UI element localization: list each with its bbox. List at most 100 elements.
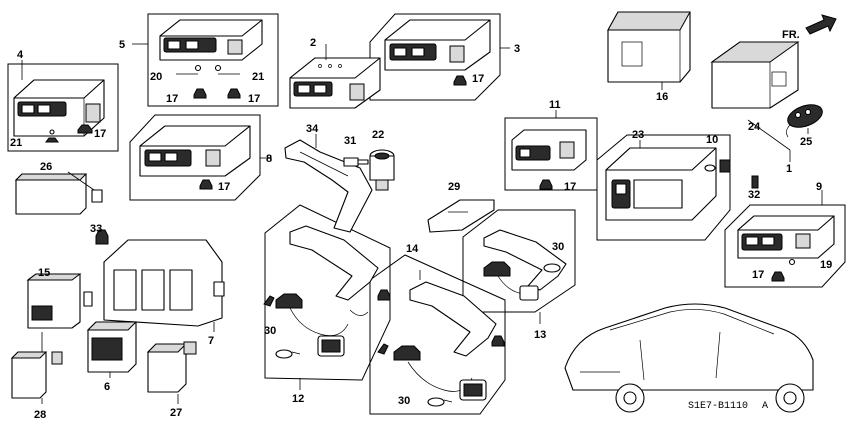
callout-22: 22 bbox=[372, 129, 384, 141]
callout-14: 14 bbox=[406, 243, 419, 255]
callout-10: 10 bbox=[706, 134, 718, 146]
callout-29: 29 bbox=[448, 181, 460, 193]
diagram-revision: A bbox=[762, 401, 768, 412]
callout-17: 17 bbox=[248, 93, 260, 105]
callout-24: 24 bbox=[748, 121, 761, 133]
group-box-14 bbox=[369, 254, 506, 415]
part-16-housing bbox=[607, 11, 691, 83]
screw-21-part4 bbox=[45, 129, 59, 143]
group-box-23 bbox=[596, 134, 731, 241]
part-14-harness bbox=[393, 281, 505, 401]
callout-32: 32 bbox=[748, 189, 760, 201]
screw-20 bbox=[194, 64, 202, 72]
callout-8: 8 bbox=[266, 153, 272, 165]
part-27-cap bbox=[146, 341, 197, 393]
front-direction-arrow bbox=[805, 14, 837, 35]
callout-5: 5 bbox=[119, 39, 125, 51]
group-box-4 bbox=[7, 63, 119, 152]
callout-3: 3 bbox=[514, 43, 520, 55]
part-15-switch bbox=[26, 273, 93, 329]
callout-25: 25 bbox=[800, 136, 812, 148]
part-13-harness bbox=[483, 229, 567, 301]
part-12-harness bbox=[275, 225, 391, 357]
screw-14 bbox=[377, 343, 389, 355]
callout-17: 17 bbox=[472, 73, 484, 85]
clip-17-part3 bbox=[453, 75, 467, 86]
callout-17: 17 bbox=[564, 181, 576, 193]
part-5-control-unit bbox=[159, 19, 263, 61]
part-30-bulb-13 bbox=[543, 263, 561, 273]
callout-17: 17 bbox=[166, 93, 178, 105]
vehicle-location-sketch bbox=[564, 303, 814, 413]
callout-21: 21 bbox=[10, 137, 22, 149]
group-box-5 bbox=[147, 13, 279, 107]
screw-12 bbox=[263, 295, 275, 307]
callout-6: 6 bbox=[104, 381, 110, 393]
callout-19: 19 bbox=[820, 259, 832, 271]
callout-30: 30 bbox=[552, 241, 564, 253]
part-10-bulb bbox=[704, 159, 731, 173]
callout-13: 13 bbox=[534, 329, 546, 341]
part-11-switch bbox=[511, 129, 587, 171]
callout-31: 31 bbox=[344, 135, 356, 147]
clip-17-part5-right bbox=[227, 88, 241, 99]
part-30-bulb-14 bbox=[427, 397, 453, 407]
callout-9: 9 bbox=[816, 181, 822, 193]
part-26-switch-panel bbox=[14, 173, 103, 215]
part-30-bulb-12 bbox=[275, 349, 301, 359]
callout-2: 2 bbox=[310, 37, 316, 49]
part-6-switch bbox=[86, 321, 138, 373]
part-9-switch bbox=[737, 215, 835, 259]
direction-label: FR. bbox=[782, 29, 800, 41]
callout-1: 1 bbox=[786, 163, 792, 175]
screw-19 bbox=[788, 258, 796, 266]
clip-17-part5-left bbox=[193, 88, 207, 99]
clip-17-part11 bbox=[539, 179, 553, 190]
callout-11: 11 bbox=[549, 99, 561, 111]
callout-4: 4 bbox=[17, 49, 24, 61]
callout-16: 16 bbox=[656, 91, 668, 103]
part-23-display-unit bbox=[605, 147, 717, 221]
callout-17: 17 bbox=[218, 181, 230, 193]
leader-lines bbox=[21, 43, 823, 404]
part-fr-module bbox=[710, 41, 800, 109]
callout-26: 26 bbox=[40, 161, 52, 173]
part-25-key-fob bbox=[786, 104, 823, 138]
group-box-9 bbox=[724, 204, 846, 288]
callout-30: 30 bbox=[398, 395, 410, 407]
callout-33: 33 bbox=[90, 223, 102, 235]
callout-28: 28 bbox=[34, 409, 46, 421]
callout-17: 17 bbox=[752, 269, 764, 281]
part-22-sensor bbox=[369, 149, 395, 191]
group-box-8 bbox=[129, 114, 261, 201]
part-33-screw bbox=[95, 229, 109, 245]
group-box-11 bbox=[504, 117, 598, 191]
diagram-code: S1E7-B1110 bbox=[688, 401, 748, 412]
part-29-cover bbox=[427, 199, 495, 233]
part-2-control-unit bbox=[289, 57, 381, 109]
callout-15: 15 bbox=[38, 267, 50, 279]
callout-21: 21 bbox=[252, 71, 264, 83]
callout-7: 7 bbox=[208, 335, 214, 347]
callout-23: 23 bbox=[632, 129, 644, 141]
callout-20: 20 bbox=[150, 71, 162, 83]
part-34-bracket bbox=[284, 139, 373, 233]
callout-34: 34 bbox=[306, 123, 319, 135]
callout-12: 12 bbox=[292, 393, 304, 405]
callout-27: 27 bbox=[170, 407, 182, 419]
group-box-3 bbox=[369, 13, 501, 101]
clip-17-part9 bbox=[771, 271, 785, 282]
part-4-control-unit bbox=[13, 79, 105, 137]
part-3-control-unit bbox=[384, 19, 491, 71]
part-32-screw bbox=[751, 175, 759, 189]
screw-21-part5 bbox=[214, 64, 222, 72]
callout-30: 30 bbox=[264, 325, 276, 337]
part-8-control-unit bbox=[139, 125, 251, 177]
clip-17-part8 bbox=[199, 179, 213, 190]
part-28-cap bbox=[10, 351, 63, 399]
part-31-bolt bbox=[343, 157, 369, 167]
part-7-bezel bbox=[103, 239, 225, 327]
clip-17-part4 bbox=[77, 124, 93, 134]
